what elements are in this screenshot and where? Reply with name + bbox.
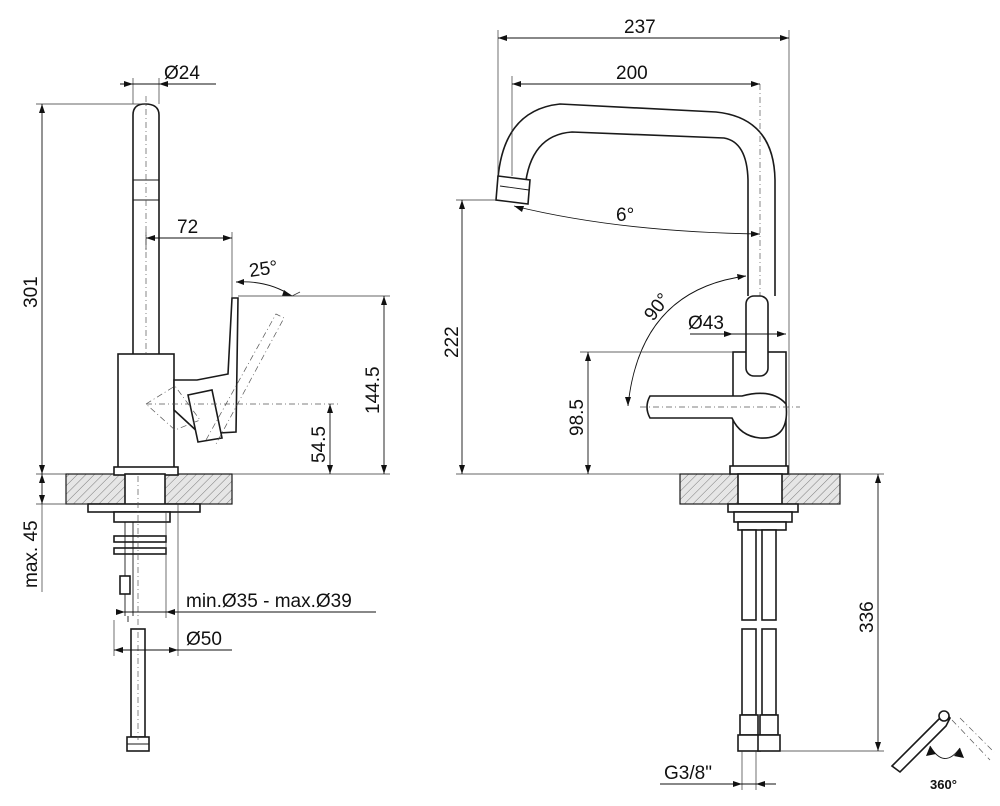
side-deck-thickness-label: max. 45	[21, 520, 42, 588]
front-spout	[497, 103, 776, 296]
front-lever-rotation-label: 90°	[640, 290, 674, 326]
front-hose-right	[761, 529, 777, 621]
front-hose-length-label: 336	[857, 601, 878, 633]
front-base-ring	[729, 465, 789, 475]
side-lever-height-label: 144.5	[363, 366, 384, 414]
front-lever-axis-height-label: 98.5	[567, 399, 588, 436]
front-view: 237 200 6° 90° Ø43 222 98.5	[442, 17, 884, 790]
rotation-label: 360°	[930, 777, 957, 792]
side-hole-diameter-label: min.Ø35 - max.Ø39	[186, 591, 352, 612]
side-lever-knob	[187, 389, 223, 443]
front-body-diameter-label: Ø43	[688, 313, 724, 334]
front-hose-left	[741, 529, 757, 621]
front-spout-tip	[495, 175, 531, 205]
front-spout-reach-label: 200	[616, 63, 648, 84]
front-total-width-label: 237	[624, 17, 656, 38]
front-lever-top	[745, 295, 769, 377]
front-spout-tilt-label: 6°	[616, 205, 634, 226]
side-view: Ø24 301 72 25° 144.5 54.5	[21, 63, 390, 752]
front-outlet-height-label: 222	[442, 326, 463, 358]
front-lever-handle	[646, 392, 788, 439]
swivel-rotation-icon: 360°	[890, 710, 995, 792]
side-body	[117, 353, 175, 469]
side-spout-diameter-label: Ø24	[164, 63, 200, 84]
side-pivot-height-label: 54.5	[309, 426, 330, 463]
side-lever-angle-label: 25°	[248, 257, 279, 282]
side-total-height-label: 301	[21, 276, 42, 308]
side-base-diameter-label: Ø50	[186, 629, 222, 650]
front-thread-label: G3/8"	[664, 763, 712, 784]
side-nut	[87, 503, 201, 513]
side-lever-reach-label: 72	[177, 217, 198, 238]
front-nut	[727, 503, 799, 513]
